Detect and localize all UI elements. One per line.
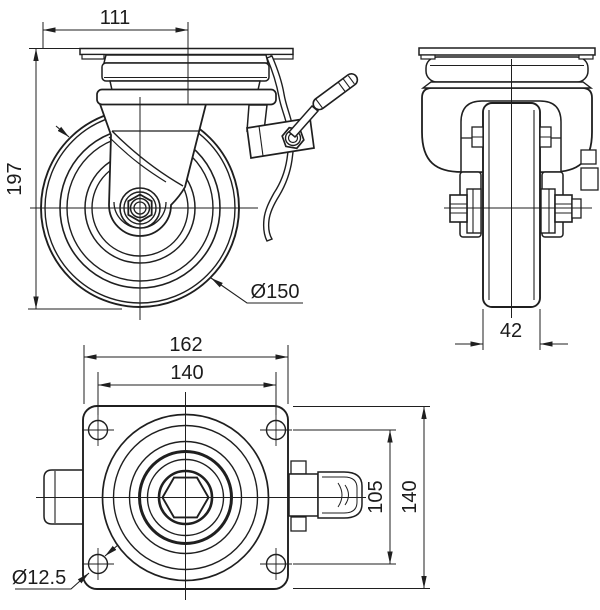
plate-width-value: 162 xyxy=(169,334,202,356)
wheel-width-value: 42 xyxy=(500,320,522,342)
brake-parts-front xyxy=(580,149,599,191)
label-wheel-diameter: Ø150 xyxy=(210,277,303,304)
dim-plate-width-162: 162 xyxy=(83,334,289,404)
centerlines-plan xyxy=(36,392,366,600)
dim-height-197: 197 xyxy=(4,48,122,310)
label-hole-diameter: Ø12.5 xyxy=(12,544,119,590)
dim-height-value: 197 xyxy=(4,162,26,195)
brake-lever-arm xyxy=(287,104,320,139)
dim-offset-value: 111 xyxy=(100,7,130,29)
wheel-diameter-value: Ø150 xyxy=(251,281,300,303)
tread-leader-arrow xyxy=(55,125,70,138)
bolt-hole-top-right xyxy=(260,414,292,446)
swivel-plate-front xyxy=(418,47,596,60)
centerlines-side xyxy=(30,97,258,320)
bolt-pitch-depth-value: 105 xyxy=(365,480,387,513)
plan-view: 162 140 105 140 Ø12.5 xyxy=(12,334,430,600)
bolt-pitch-width-value: 140 xyxy=(170,362,203,384)
dim-wheel-width-42: 42 xyxy=(455,309,568,350)
bolt-hole-bottom-right xyxy=(260,548,292,580)
swivel-housing-side xyxy=(96,54,277,106)
side-view: 111 197 Ø150 xyxy=(4,7,359,320)
dim-bolt-pitch-140: 140 xyxy=(97,362,277,415)
dim-bolt-pitch-105: 105 xyxy=(293,429,396,565)
centerlines-front xyxy=(444,59,592,318)
swivel-housing-front xyxy=(420,56,594,89)
brake-pedal-top xyxy=(288,460,363,532)
brake-assembly-side xyxy=(246,55,359,242)
brake-lever-grip xyxy=(312,73,359,111)
front-view: 42 xyxy=(418,47,599,350)
bolt-hole-top-left xyxy=(82,414,114,446)
bolt-hole-bottom-left xyxy=(82,548,114,580)
dim-plate-depth-140: 140 xyxy=(293,406,430,589)
bolt-holes xyxy=(82,414,292,580)
dim-offset-111: 111 xyxy=(42,7,189,105)
plate-depth-value: 140 xyxy=(399,480,421,513)
swivel-plate-side xyxy=(79,47,294,60)
hole-diameter-value: Ø12.5 xyxy=(12,567,66,589)
